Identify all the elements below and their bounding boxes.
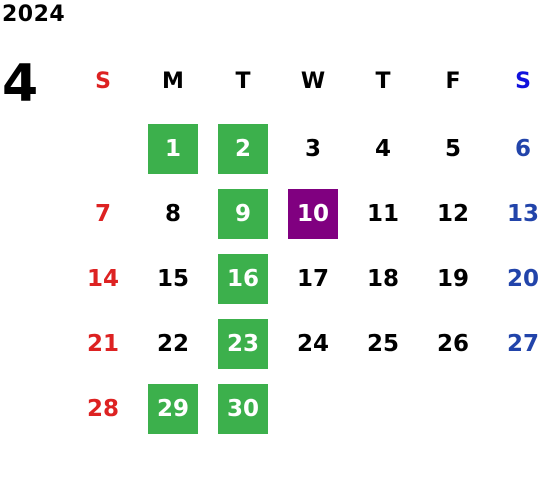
calendar-day-19[interactable]: 19: [436, 266, 469, 292]
calendar-day-15[interactable]: 15: [156, 266, 189, 292]
calendar-day-30[interactable]: 30: [218, 384, 268, 434]
weekday-header-mon: M: [162, 68, 184, 94]
calendar-day-4[interactable]: 4: [374, 136, 391, 162]
calendar-day-17[interactable]: 17: [296, 266, 329, 292]
calendar-day-9[interactable]: 9: [218, 189, 268, 239]
calendar-day-10[interactable]: 10: [288, 189, 338, 239]
weekday-header-wed: W: [300, 68, 326, 94]
calendar-day-16[interactable]: 16: [218, 254, 268, 304]
weekday-header-sat: S: [515, 68, 531, 94]
calendar-day-26[interactable]: 26: [436, 331, 469, 357]
calendar-day-5[interactable]: 5: [444, 136, 461, 162]
calendar-day-18[interactable]: 18: [366, 266, 399, 292]
calendar-day-1[interactable]: 1: [148, 124, 198, 174]
weekday-header-tue: T: [235, 68, 251, 94]
calendar-day-29[interactable]: 29: [148, 384, 198, 434]
calendar-month: 4: [2, 54, 39, 114]
calendar-day-23[interactable]: 23: [218, 319, 268, 369]
calendar-day-21[interactable]: 21: [86, 331, 119, 357]
calendar-day-8[interactable]: 8: [164, 201, 181, 227]
calendar-day-13[interactable]: 13: [506, 201, 539, 227]
calendar-day-3[interactable]: 3: [304, 136, 321, 162]
weekday-header-fri: F: [445, 68, 461, 94]
calendar-day-12[interactable]: 12: [436, 201, 469, 227]
calendar-day-11[interactable]: 11: [366, 201, 399, 227]
calendar-day-14[interactable]: 14: [86, 266, 119, 292]
weekday-header-sun: S: [95, 68, 111, 94]
calendar-day-27[interactable]: 27: [506, 331, 539, 357]
calendar-day-24[interactable]: 24: [296, 331, 329, 357]
weekday-header-thu: T: [375, 68, 391, 94]
calendar-day-7[interactable]: 7: [94, 201, 111, 227]
calendar-day-28[interactable]: 28: [86, 396, 119, 422]
calendar-day-2[interactable]: 2: [218, 124, 268, 174]
calendar-day-20[interactable]: 20: [506, 266, 539, 292]
calendar-day-6[interactable]: 6: [514, 136, 531, 162]
calendar-day-22[interactable]: 22: [156, 331, 189, 357]
calendar-year: 2024: [2, 2, 66, 27]
calendar-day-25[interactable]: 25: [366, 331, 399, 357]
